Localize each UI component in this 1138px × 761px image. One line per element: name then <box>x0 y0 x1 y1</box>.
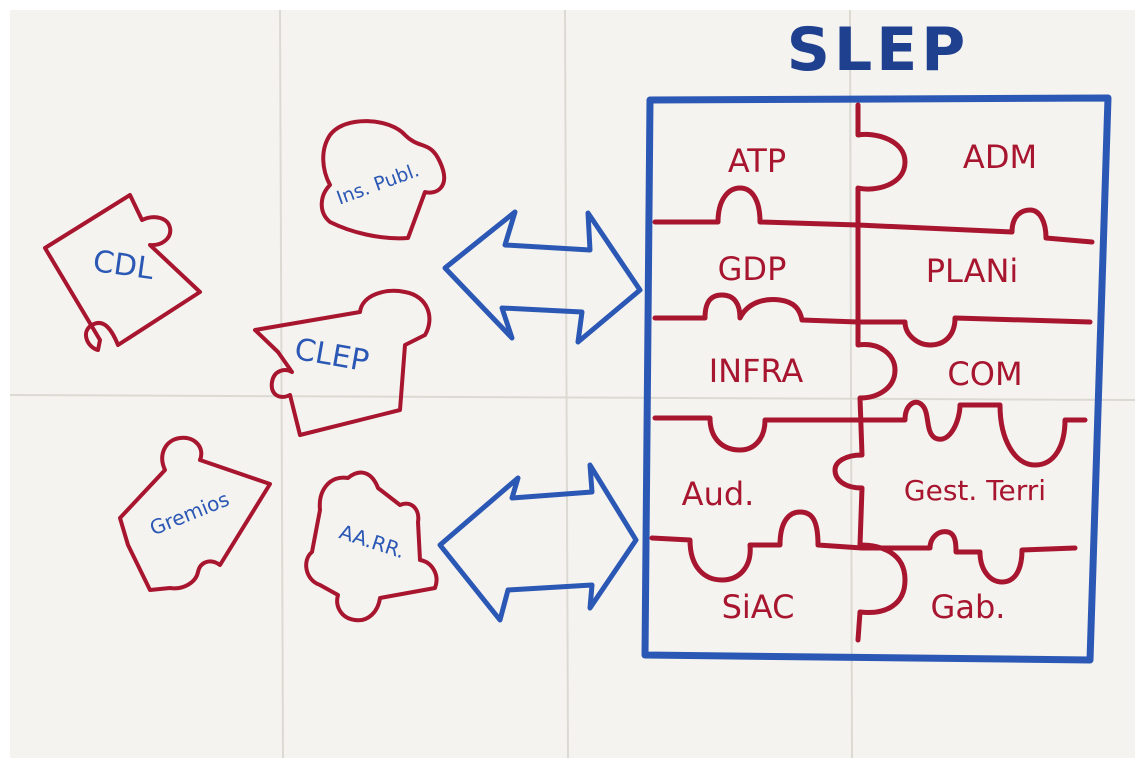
unit-gdp: GDP <box>718 250 787 288</box>
slep-puzzle-grid <box>649 102 1095 643</box>
double-arrow-icon <box>442 209 643 345</box>
unit-siac: SiAC <box>722 588 795 626</box>
slep-frame <box>641 94 1112 664</box>
unit-adm: ADM <box>963 138 1037 176</box>
unit-atp: ATP <box>728 142 786 180</box>
unit-gab: Gab. <box>931 588 1006 626</box>
double-arrow-icon <box>437 462 639 623</box>
piece-label-cdl: CDL <box>91 244 156 287</box>
unit-com: COM <box>947 355 1022 393</box>
piece-clep <box>253 289 432 437</box>
paper-sheet <box>10 10 1135 758</box>
paper-folds <box>9 9 1136 759</box>
unit-aud: Aud. <box>682 475 755 513</box>
piece-gremios <box>118 435 272 592</box>
unit-infra: INFRA <box>709 352 804 390</box>
slep-title: SLEP <box>787 15 969 85</box>
piece-ins-publ <box>319 119 447 241</box>
piece-cdl <box>43 193 202 352</box>
unit-plani: PLANi <box>926 252 1019 290</box>
unit-gest-terri: Gest. Terri <box>904 474 1046 507</box>
piece-aa-rr <box>304 470 439 623</box>
